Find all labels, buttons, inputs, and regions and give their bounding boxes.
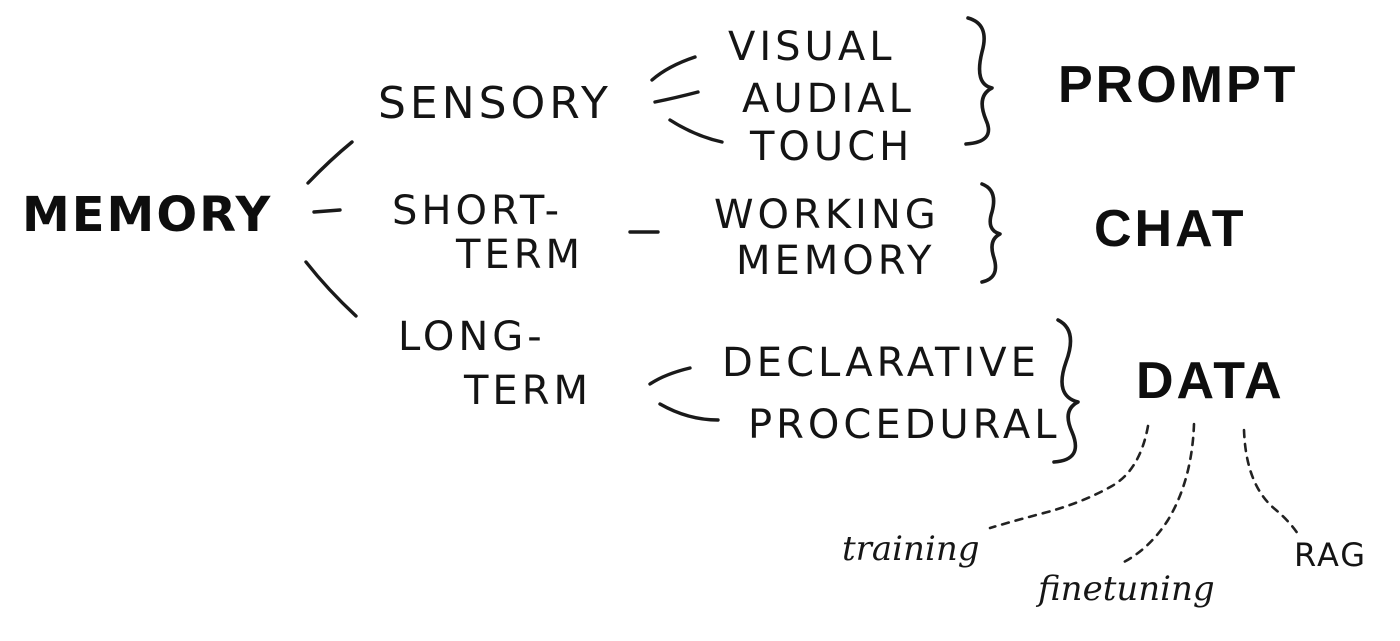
subtype-working-line2: MEMORY bbox=[736, 238, 935, 284]
root-label: MEMORY bbox=[22, 187, 272, 243]
connector-root-long-term bbox=[304, 260, 358, 318]
subtype-procedural: PROCEDURAL bbox=[748, 402, 1061, 448]
subtype-audial: AUDIAL bbox=[742, 76, 915, 122]
dashed-data-training bbox=[988, 424, 1150, 530]
use-rag: RAG bbox=[1294, 536, 1367, 574]
connector-root-sensory bbox=[306, 140, 354, 185]
long-term-label-line2: TERM bbox=[463, 368, 592, 414]
maps-to-data: DATA bbox=[1136, 352, 1285, 410]
use-finetuning: finetuning bbox=[1035, 569, 1215, 609]
brace-sensory bbox=[964, 16, 994, 146]
dashed-data-rag bbox=[1242, 428, 1300, 536]
subtype-declarative: DECLARATIVE bbox=[722, 340, 1040, 386]
short-term-label-line2: TERM bbox=[455, 232, 584, 278]
long-term-label-line1: LONG- bbox=[398, 314, 546, 360]
sensory-label: SENSORY bbox=[378, 78, 612, 129]
use-training: training bbox=[842, 529, 980, 569]
brace-long-term bbox=[1052, 318, 1080, 464]
connector-long-term-procedural bbox=[658, 402, 720, 422]
dashed-data-finetuning bbox=[1122, 422, 1196, 564]
maps-to-prompt: PROMPT bbox=[1058, 56, 1298, 114]
brace-short-term bbox=[980, 182, 1002, 284]
connector-sensory-touch bbox=[668, 118, 724, 144]
subtype-touch: TOUCH bbox=[749, 124, 913, 170]
subtype-visual: VISUAL bbox=[728, 24, 895, 70]
connector-sensory-audial bbox=[653, 90, 700, 104]
maps-to-chat: CHAT bbox=[1094, 200, 1247, 258]
subtype-working-line1: WORKING bbox=[714, 192, 940, 238]
connector-long-term-declarative bbox=[648, 366, 692, 386]
connector-sensory-visual bbox=[650, 55, 697, 82]
connector-root-short-term bbox=[312, 208, 342, 214]
short-term-label-line1: SHORT- bbox=[392, 188, 563, 234]
